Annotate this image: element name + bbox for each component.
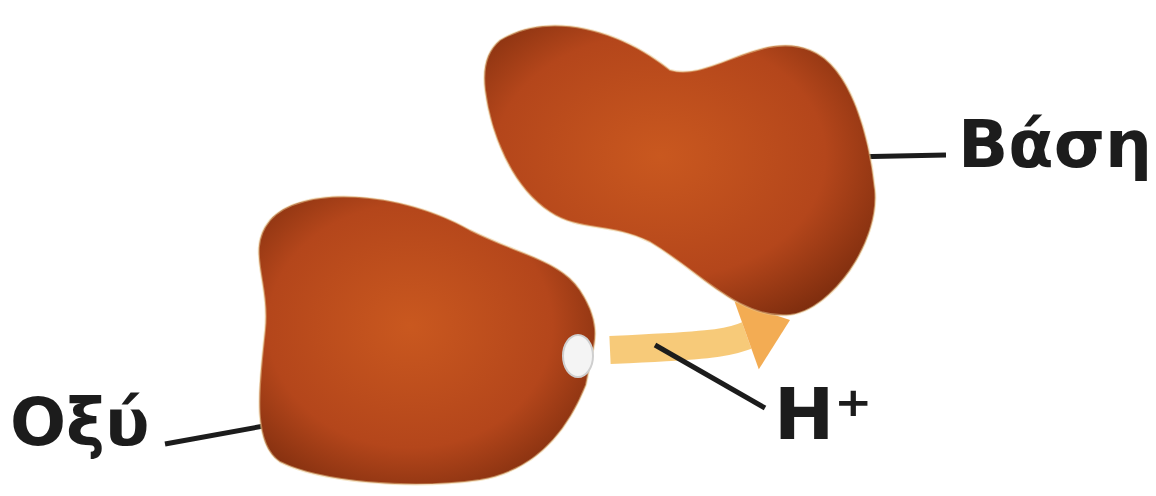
leader-line xyxy=(655,345,765,408)
blob-shape xyxy=(470,10,880,320)
proton-label: H⁺ xyxy=(774,378,872,450)
arrow-shaft xyxy=(610,335,747,350)
molecule-blob: Βάση xyxy=(470,10,880,320)
blob-shape xyxy=(240,180,610,490)
molecule-label: Οξύ xyxy=(10,390,150,456)
proton-site xyxy=(563,335,593,377)
molecule-label: Βάση xyxy=(958,112,1152,178)
molecule-blob: Οξύ xyxy=(240,180,610,490)
blob-outline xyxy=(259,197,596,485)
blob-outline xyxy=(484,26,875,316)
